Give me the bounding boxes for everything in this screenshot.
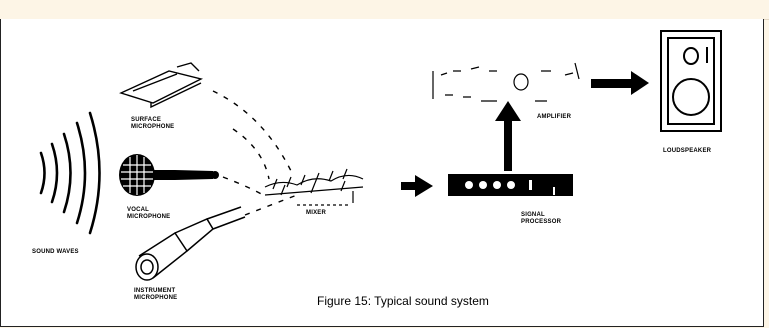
loudspeaker-icon xyxy=(660,30,722,132)
amplifier-icon xyxy=(432,62,580,102)
figure-panel: SURFACE MICROPHONE VOCAL MICROPHONE INST… xyxy=(0,19,764,327)
surface-microphone-icon xyxy=(119,62,204,109)
instrument-microphone-label: INSTRUMENT MICROPHONE xyxy=(134,288,178,301)
arrow-amplifier-to-loudspeaker xyxy=(591,71,649,95)
figure-caption: Figure 15: Typical sound system xyxy=(317,294,489,308)
loudspeaker-label: LOUDSPEAKER xyxy=(663,148,712,154)
vocal-microphone-icon xyxy=(119,154,219,196)
vocal-microphone-label: VOCAL MICROPHONE xyxy=(127,207,171,220)
top-bar xyxy=(0,0,769,20)
mixer-label: MIXER xyxy=(306,210,327,216)
mixer-icon xyxy=(264,168,364,206)
instrument-microphone-icon xyxy=(135,206,246,281)
microphone-cables xyxy=(212,90,298,216)
surface-microphone-label: SURFACE MICROPHONE xyxy=(131,117,175,130)
signal-processor-icon xyxy=(448,174,573,196)
sound-system-diagram xyxy=(39,30,722,281)
sound-waves-label: SOUND WAVES xyxy=(32,249,79,255)
amplifier-label: AMPLIFIER xyxy=(537,114,572,120)
signal-processor-label: SIGNAL PROCESSOR xyxy=(521,212,562,225)
arrow-mixer-to-processor xyxy=(401,175,433,197)
sound-waves-icon xyxy=(39,111,101,235)
arrow-processor-to-amplifier xyxy=(495,101,521,171)
